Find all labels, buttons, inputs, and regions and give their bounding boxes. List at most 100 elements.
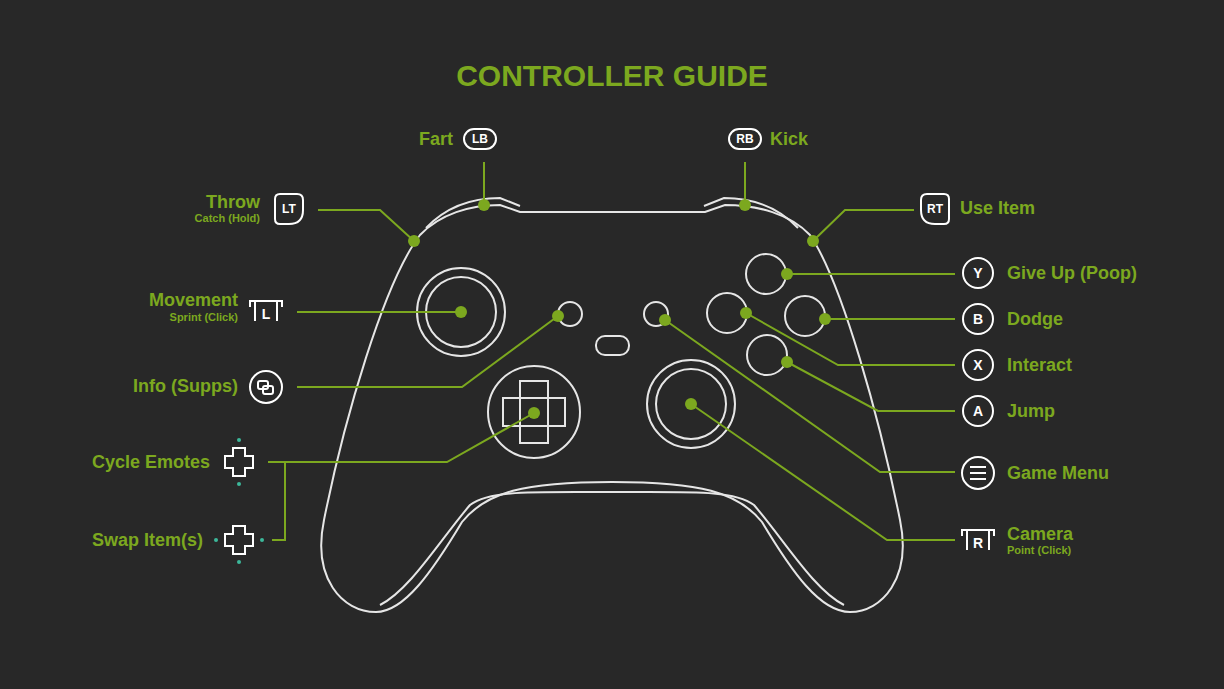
button-icons-part	[225, 448, 253, 476]
leader-lines-part	[813, 210, 914, 241]
button-sublabel: Point (Click)	[1007, 544, 1071, 556]
controller-outline-part	[321, 205, 902, 612]
action-label: Dodge	[1007, 309, 1063, 330]
bumper-icon-shape	[464, 129, 496, 149]
stick-icon-shape	[250, 301, 282, 321]
action-label: Use Item	[960, 198, 1035, 219]
leader-dots-part	[781, 356, 793, 368]
leader-lines-part	[297, 316, 558, 387]
action-label: Swap Item(s)	[92, 530, 203, 551]
leader-lines-part	[746, 313, 955, 365]
leader-lines-part	[272, 462, 285, 540]
action-label: Movement	[149, 290, 238, 311]
dpad-direction-dots-part	[214, 538, 218, 542]
leader-dots-part	[685, 398, 697, 410]
face-button-icon-shape	[963, 304, 993, 334]
button-letter: RB	[736, 132, 753, 146]
button-icons-part	[250, 371, 282, 403]
button-icons-part	[970, 467, 986, 479]
leader-lines-part	[268, 413, 534, 462]
button-letter: RT	[927, 202, 943, 216]
controller-outline-part	[520, 398, 548, 426]
controller-outline-part	[704, 198, 798, 228]
leader-lines-part	[297, 311, 461, 313]
controller-outline-part	[746, 254, 786, 294]
leader-dots-part	[408, 235, 420, 247]
action-label: Cycle Emotes	[92, 452, 210, 473]
trigger-icon-shape	[275, 194, 303, 224]
dpad-direction-dots	[214, 438, 264, 564]
button-letter: LT	[282, 202, 296, 216]
leader-lines	[268, 162, 955, 540]
leader-lines-part	[787, 362, 955, 411]
leader-lines-part	[483, 162, 485, 205]
face-button-icon-shape	[963, 396, 993, 426]
leader-dots-part	[552, 310, 564, 322]
controller-outline	[321, 198, 902, 612]
controller-outline-part	[503, 381, 565, 443]
leader-lines-part	[665, 320, 955, 472]
leader-dots-part	[740, 307, 752, 319]
leader-dots-part	[739, 199, 751, 211]
face-button-icon: Y	[962, 257, 994, 289]
leader-dots-part	[478, 199, 490, 211]
stick-icon-shape	[962, 530, 994, 550]
leader-dots	[408, 199, 831, 419]
action-label: Info (Supps)	[133, 376, 238, 397]
action-label: Jump	[1007, 401, 1055, 422]
controller-outline-part	[647, 360, 735, 448]
button-letter: Y	[973, 265, 982, 281]
leader-lines-part	[744, 162, 746, 205]
leader-dots-part	[659, 314, 671, 326]
action-label: Interact	[1007, 355, 1072, 376]
leader-lines-part	[787, 273, 955, 275]
stick-icon: R	[961, 527, 995, 553]
face-button-icon-shape	[963, 258, 993, 288]
button-icons-part	[962, 457, 994, 489]
title: CONTROLLER GUIDE	[456, 59, 768, 93]
bumper-icon: LB	[463, 128, 497, 150]
button-icons-part	[225, 526, 253, 554]
trigger-icon: RT	[920, 193, 950, 225]
stick-icon: L	[249, 298, 283, 324]
button-letter: R	[973, 535, 983, 551]
controller-outline-part	[785, 296, 825, 336]
button-letter: LB	[472, 132, 488, 146]
action-label: Fart	[419, 129, 453, 150]
button-icons-part	[263, 386, 273, 394]
leader-lines-part	[691, 404, 955, 540]
controller-outline-part	[596, 336, 629, 355]
button-letter: X	[973, 357, 982, 373]
leader-dots-part	[781, 268, 793, 280]
face-button-icon: A	[962, 395, 994, 427]
action-label: Throw	[206, 192, 260, 213]
leader-dots-part	[819, 313, 831, 325]
bumper-icon: RB	[728, 128, 762, 150]
face-button-icon-shape	[963, 350, 993, 380]
controller-outline-part	[656, 369, 726, 439]
controller-outline-part	[380, 492, 844, 605]
leader-lines-part	[825, 318, 955, 320]
button-letter: B	[973, 311, 983, 327]
face-button-icon: B	[962, 303, 994, 335]
action-label: Game Menu	[1007, 463, 1109, 484]
leader-lines-part	[318, 210, 414, 241]
controller-outline-part	[426, 198, 520, 228]
leader-dots-part	[807, 235, 819, 247]
action-label: Kick	[770, 129, 808, 150]
leader-dots-part	[455, 306, 467, 318]
dpad-direction-dots-part	[237, 560, 241, 564]
face-button-icon: X	[962, 349, 994, 381]
dpad-direction-dots-part	[237, 438, 241, 442]
controller-outline-part	[747, 335, 787, 375]
button-icons	[225, 371, 994, 554]
trigger-icon: LT	[274, 193, 304, 225]
button-sublabel: Sprint (Click)	[170, 311, 238, 323]
button-sublabel: Catch (Hold)	[195, 212, 260, 224]
trigger-icon-shape	[921, 194, 949, 224]
controller-outline-part	[488, 366, 580, 458]
bumper-icon-shape	[729, 129, 761, 149]
dpad-direction-dots-part	[260, 538, 264, 542]
